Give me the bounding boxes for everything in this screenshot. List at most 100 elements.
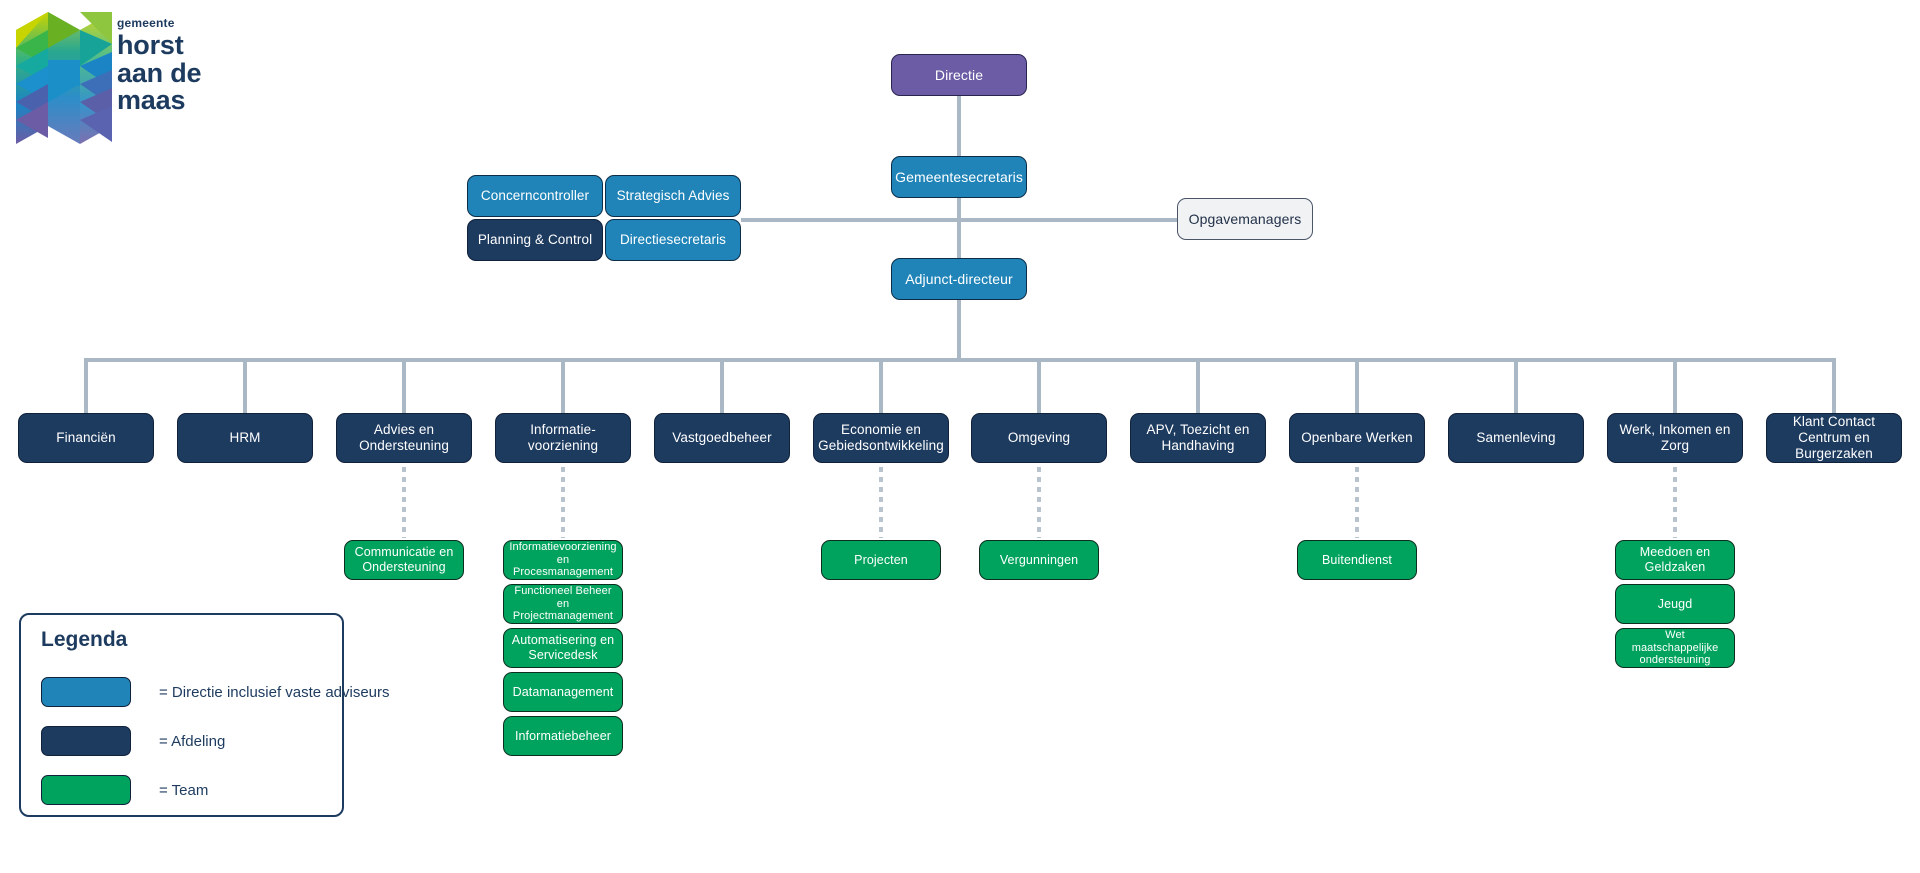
node-department-5[interactable]: Economie en Gebiedsontwikkeling xyxy=(813,413,949,463)
node-advisor-0-label: Concerncontroller xyxy=(480,188,590,204)
legend-swatch-directie xyxy=(41,677,131,707)
node-department-4-label: Vastgoedbeheer xyxy=(672,430,772,446)
logo-wordmark: gemeente horst aan de maas xyxy=(117,16,202,116)
logo-mark xyxy=(14,8,114,153)
node-department-6-label: Omgeving xyxy=(1007,430,1071,446)
node-department-11-label: Klant Contact Centrum en Burgerzaken xyxy=(1792,414,1876,461)
node-advisor-2[interactable]: Planning & Control xyxy=(467,219,603,261)
legend-label-team: = Team xyxy=(159,781,209,799)
node-advisor-1-label: Strategisch Advies xyxy=(616,188,730,204)
node-team-10-0-label: Meedoen en Geldzaken xyxy=(1639,545,1711,574)
node-advisor-0[interactable]: Concerncontroller xyxy=(467,175,603,217)
node-department-4[interactable]: Vastgoedbeheer xyxy=(654,413,790,463)
connector-department-bus xyxy=(84,358,1836,362)
dotted-connector-department-10 xyxy=(1673,467,1677,538)
node-department-2[interactable]: Advies en Ondersteuning xyxy=(336,413,472,463)
connector-bus-to-department-10 xyxy=(1673,358,1677,413)
connector-bus-to-department-9 xyxy=(1514,358,1518,413)
node-team-3-3-label: Datamanagement xyxy=(512,684,614,699)
legend-label-afdeling: = Afdeling xyxy=(159,732,226,750)
dotted-connector-department-2 xyxy=(402,467,406,538)
node-department-1[interactable]: HRM xyxy=(177,413,313,463)
node-team-3-2[interactable]: Automatisering en Servicedesk xyxy=(503,628,623,668)
connector-spine-to-opgavemanagers xyxy=(959,218,1177,222)
node-team-5-0[interactable]: Projecten xyxy=(821,540,941,580)
node-team-3-0[interactable]: Informatievoorziening en Procesmanagemen… xyxy=(503,540,623,580)
node-department-6[interactable]: Omgeving xyxy=(971,413,1107,463)
logo-line-3: maas xyxy=(117,85,186,116)
node-department-7[interactable]: APV, Toezicht en Handhaving xyxy=(1130,413,1266,463)
node-team-2-0[interactable]: Communicatie en Ondersteuning xyxy=(344,540,464,580)
node-department-3-label: Informatie-voorziening xyxy=(527,422,599,453)
node-team-10-1-label: Jeugd xyxy=(1657,596,1693,611)
node-team-8-0[interactable]: Buitendienst xyxy=(1297,540,1417,580)
connector-bus-to-department-6 xyxy=(1037,358,1041,413)
connector-advisors-to-spine xyxy=(741,218,961,222)
legend-title: Legenda xyxy=(41,628,128,651)
node-department-5-label: Economie en Gebiedsontwikkeling xyxy=(818,422,944,453)
node-adjunct-directeur-label: Adjunct-directeur xyxy=(905,270,1013,287)
node-team-10-2[interactable]: Wet maatschappelijke ondersteuning xyxy=(1615,628,1735,668)
node-department-8[interactable]: Openbare Werken xyxy=(1289,413,1425,463)
node-department-11[interactable]: Klant Contact Centrum en Burgerzaken xyxy=(1766,413,1902,463)
legend-label-directie: = Directie inclusief vaste adviseurs xyxy=(159,683,390,701)
node-directie[interactable]: Directie xyxy=(891,54,1027,96)
connector-bus-to-department-7 xyxy=(1196,358,1200,413)
connector-bus-to-department-8 xyxy=(1355,358,1359,413)
node-department-0[interactable]: Financiën xyxy=(18,413,154,463)
node-gemeentesecretaris[interactable]: Gemeentesecretaris xyxy=(891,156,1027,198)
node-department-10[interactable]: Werk, Inkomen en Zorg xyxy=(1607,413,1743,463)
node-team-10-1[interactable]: Jeugd xyxy=(1615,584,1735,624)
node-opgavemanagers[interactable]: Opgavemanagers xyxy=(1177,198,1313,240)
dotted-connector-department-5 xyxy=(879,467,883,538)
logo-subtitle: gemeente xyxy=(117,16,175,30)
legend-item-team: = Team xyxy=(41,775,208,805)
legend-panel: Legenda = Directie inclusief vaste advis… xyxy=(19,613,390,817)
connector-bus-to-department-1 xyxy=(243,358,247,413)
node-team-10-0[interactable]: Meedoen en Geldzaken xyxy=(1615,540,1735,580)
connector-bus-to-department-0 xyxy=(84,358,88,413)
node-team-6-0[interactable]: Vergunningen xyxy=(979,540,1099,580)
connector-gemeentesecretaris-to-adjunct xyxy=(957,198,961,262)
node-department-2-label: Advies en Ondersteuning xyxy=(359,422,449,453)
node-gemeentesecretaris-label: Gemeentesecretaris xyxy=(895,168,1023,185)
node-team-3-0-label: Informatievoorziening en Procesmanagemen… xyxy=(509,540,617,579)
connector-directie-to-gemeentesecretaris xyxy=(957,96,961,156)
logo-line-2: aan de xyxy=(117,57,202,88)
dotted-connector-department-8 xyxy=(1355,467,1359,538)
node-advisor-2-label: Planning & Control xyxy=(477,232,593,248)
node-team-3-3[interactable]: Datamanagement xyxy=(503,672,623,712)
node-advisor-3-label: Directiesecretaris xyxy=(619,232,727,248)
node-department-7-label: APV, Toezicht en Handhaving xyxy=(1146,422,1250,453)
node-advisor-3[interactable]: Directiesecretaris xyxy=(605,219,741,261)
legend-swatch-afdeling xyxy=(41,726,131,756)
node-advisor-1[interactable]: Strategisch Advies xyxy=(605,175,741,217)
node-team-3-1-label: Functioneel Beheer en Projectmanagement xyxy=(512,584,614,623)
node-team-3-2-label: Automatisering en Servicedesk xyxy=(511,633,615,662)
node-department-0-label: Financiën xyxy=(56,430,116,446)
connector-adjunct-to-bus xyxy=(957,300,961,360)
node-department-9-label: Samenleving xyxy=(1476,430,1556,446)
connector-bus-to-department-3 xyxy=(561,358,565,413)
node-department-3[interactable]: Informatie-voorziening xyxy=(495,413,631,463)
node-adjunct-directeur[interactable]: Adjunct-directeur xyxy=(891,258,1027,300)
connector-bus-to-department-5 xyxy=(879,358,883,413)
legend-item-afdeling: = Afdeling xyxy=(41,726,225,756)
node-team-3-4-label: Informatiebeheer xyxy=(514,728,612,743)
node-opgavemanagers-label: Opgavemanagers xyxy=(1188,210,1302,227)
node-team-3-4[interactable]: Informatiebeheer xyxy=(503,716,623,756)
legend-swatch-team xyxy=(41,775,131,805)
node-directie-label: Directie xyxy=(934,66,984,83)
dotted-connector-department-3 xyxy=(561,467,565,538)
node-department-10-label: Werk, Inkomen en Zorg xyxy=(1619,422,1731,453)
node-department-9[interactable]: Samenleving xyxy=(1448,413,1584,463)
node-team-10-2-label: Wet maatschappelijke ondersteuning xyxy=(1631,628,1719,667)
connector-bus-to-department-11 xyxy=(1832,358,1836,413)
connector-bus-to-department-4 xyxy=(720,358,724,413)
node-team-8-0-label: Buitendienst xyxy=(1322,552,1392,567)
node-team-2-0-label: Communicatie en Ondersteuning xyxy=(354,545,454,574)
logo-line-1: horst xyxy=(117,30,184,60)
node-department-1-label: HRM xyxy=(229,430,261,446)
legend-item-directie: = Directie inclusief vaste adviseurs xyxy=(41,677,390,707)
node-team-3-1[interactable]: Functioneel Beheer en Projectmanagement xyxy=(503,584,623,624)
